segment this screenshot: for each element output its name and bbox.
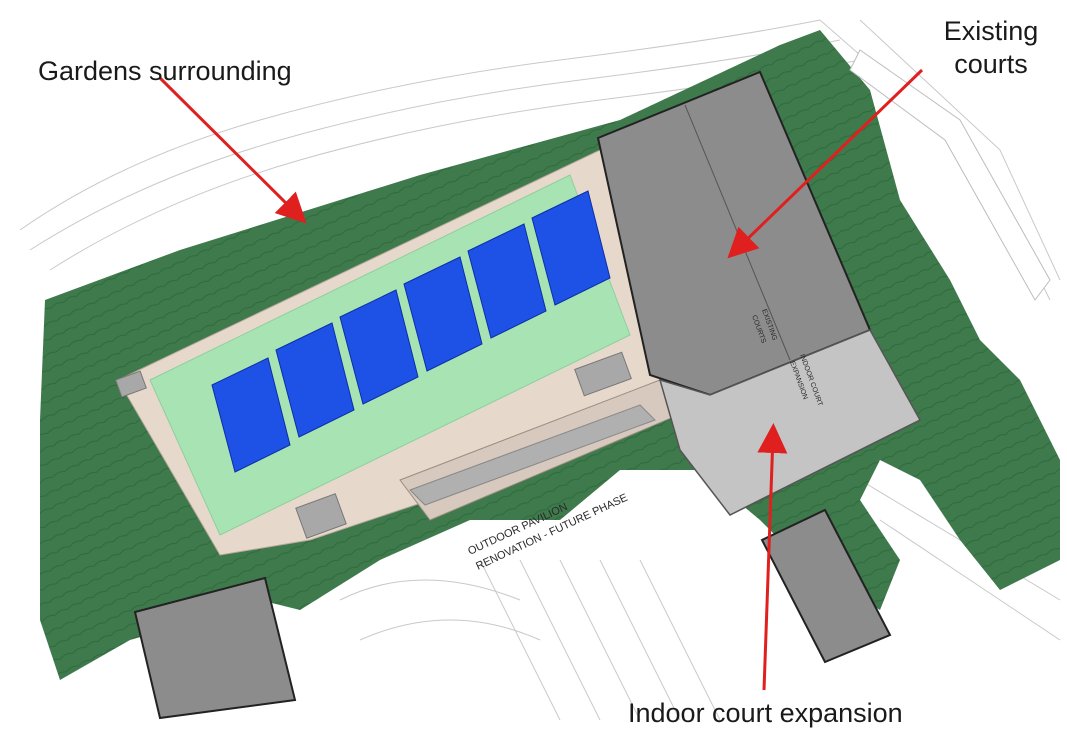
arrow-indoor xyxy=(757,423,788,691)
callout-existing-line2: courts xyxy=(954,49,1028,79)
arrow-gardens xyxy=(158,76,307,224)
arrow-existing xyxy=(727,68,924,259)
court-2 xyxy=(275,322,355,438)
court-6 xyxy=(531,190,611,306)
callout-existing-courts: Existing courts xyxy=(936,15,1046,81)
callout-indoor-expansion: Indoor court expansion xyxy=(628,698,903,728)
lower-left-building xyxy=(133,576,297,720)
court-1 xyxy=(211,357,291,473)
outdoor-courts xyxy=(211,190,611,473)
parking-right xyxy=(849,49,1051,301)
court-5 xyxy=(467,223,547,339)
red-arrow-icon xyxy=(158,68,924,691)
callout-existing-line1: Existing xyxy=(943,16,1039,46)
lower-right-building xyxy=(760,508,892,664)
court-3 xyxy=(339,289,419,405)
court-4 xyxy=(403,256,483,372)
indoor-expansion-building xyxy=(658,329,922,516)
callout-gardens: Gardens surrounding xyxy=(38,56,292,86)
